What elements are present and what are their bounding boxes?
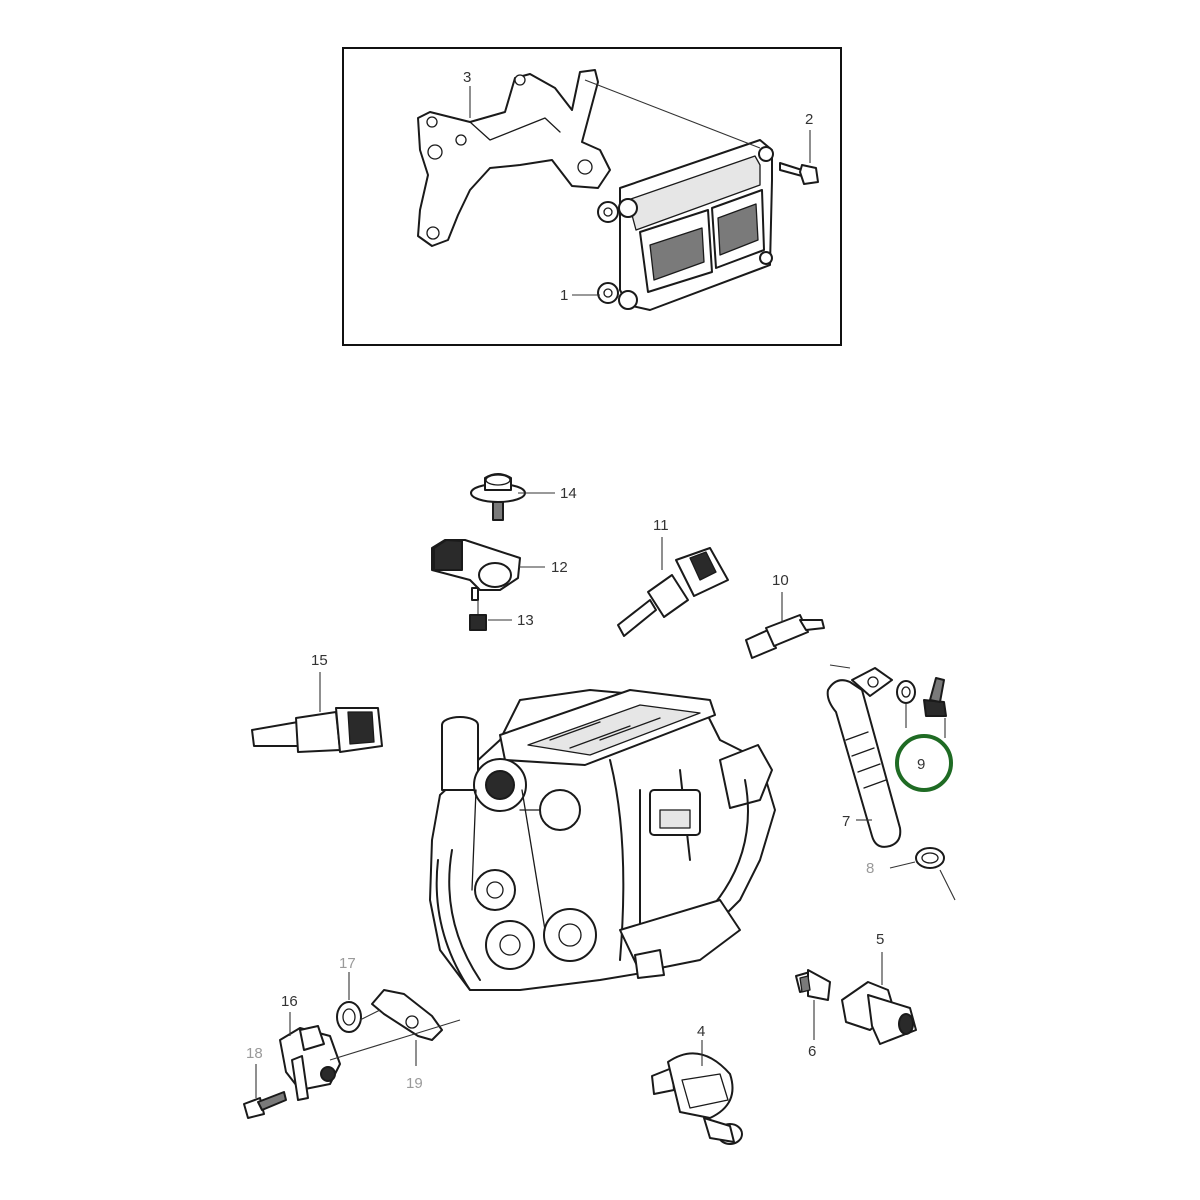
callout-12: 12 [551, 559, 568, 576]
callout-10: 10 [772, 572, 789, 589]
part-17-oring[interactable] [336, 1001, 362, 1033]
callout-1: 1 [560, 287, 568, 304]
callout-8: 8 [866, 860, 874, 877]
callout-7: 7 [842, 813, 850, 830]
engine-assembly [429, 689, 776, 991]
part-15-sensor[interactable] [251, 707, 383, 753]
part-1-ecu[interactable] [597, 139, 774, 311]
part-16-sensor[interactable] [279, 1025, 341, 1101]
callout-14: 14 [560, 485, 577, 502]
part-18-bolt[interactable] [243, 1091, 287, 1119]
callout-18: 18 [246, 1045, 263, 1062]
highlight-ring [895, 734, 953, 792]
part-13-screw[interactable] [469, 600, 487, 631]
part-10-sensor[interactable] [745, 614, 825, 659]
part-5-fitting[interactable] [841, 981, 917, 1045]
part-7-hose[interactable] [826, 667, 902, 848]
callout-6: 6 [808, 1043, 816, 1060]
callout-4: 4 [697, 1023, 705, 1040]
callout-5: 5 [876, 931, 884, 948]
callout-2: 2 [805, 111, 813, 128]
ecu-inset: 3 2 1 [342, 47, 842, 346]
callout-17: 17 [339, 955, 356, 972]
callout-16: 16 [281, 993, 298, 1010]
part-14-screw[interactable] [470, 473, 526, 521]
part-6-adapter[interactable] [795, 969, 831, 1001]
part-11-temp-sender[interactable] [617, 547, 729, 637]
part-8-oring[interactable] [915, 847, 945, 869]
callout-3: 3 [463, 69, 471, 86]
callout-9: 9 [917, 756, 925, 773]
part-2-bolt[interactable] [779, 162, 819, 185]
callout-15: 15 [311, 652, 328, 669]
callout-13: 13 [517, 612, 534, 629]
part-3-bracket[interactable] [417, 69, 611, 247]
callout-19: 19 [406, 1075, 423, 1092]
inset-frame [342, 47, 842, 346]
part-4-knock-sensor[interactable] [651, 1052, 743, 1145]
part-12-map-sensor[interactable] [431, 539, 521, 601]
part-9-bolt-washer[interactable] [896, 677, 947, 717]
part-19-gasket[interactable] [371, 989, 443, 1041]
callout-11: 11 [653, 517, 669, 534]
